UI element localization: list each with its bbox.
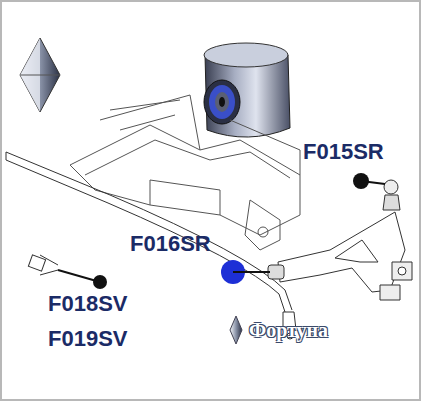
leader-lines xyxy=(58,173,385,289)
watermark-diamond xyxy=(230,316,242,344)
logo-diamond xyxy=(20,38,60,112)
part-number: F019SV xyxy=(48,328,128,350)
watermark: Фортуна xyxy=(249,320,328,340)
subframe xyxy=(70,95,300,250)
stabilizer-bar xyxy=(6,152,296,339)
control-arm xyxy=(268,180,412,300)
part-number: F015SR xyxy=(303,141,384,163)
part-number: F016SR xyxy=(130,233,211,255)
bushing-photo xyxy=(204,43,290,137)
part-number: F018SV xyxy=(48,293,128,315)
